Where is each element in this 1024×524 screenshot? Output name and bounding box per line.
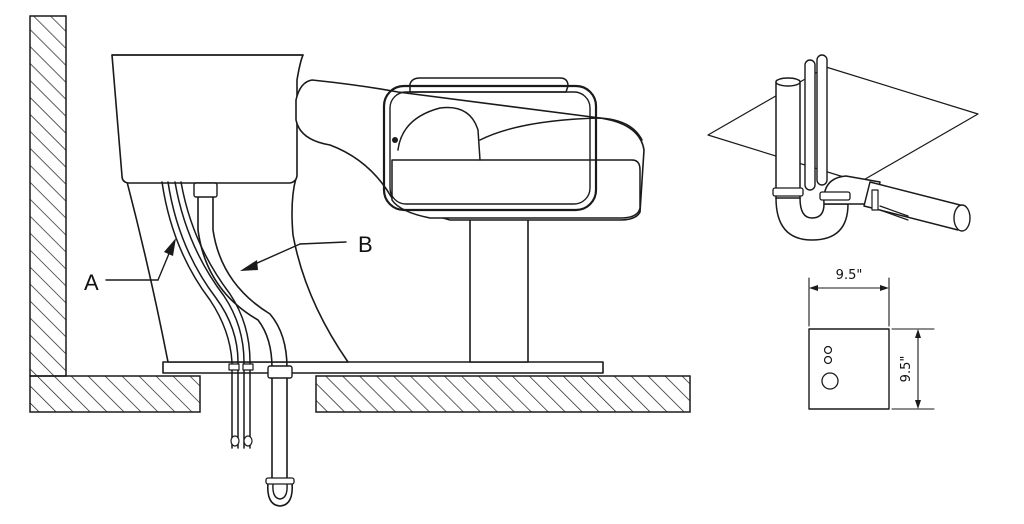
chair-knob (392, 137, 398, 143)
chair-arm-frame (382, 84, 598, 212)
chair-body (295, 77, 645, 221)
shampoo-bowl (111, 54, 304, 184)
supply-line-a-2 (167, 181, 239, 449)
chair-pedestal (469, 217, 529, 363)
supply-lines (161, 181, 295, 507)
plumbing-detail (707, 54, 979, 241)
wall-and-floor (29, 15, 691, 413)
drain-p-trap (266, 481, 294, 507)
floor-plane (707, 66, 979, 183)
dimension-height: 9.5" (899, 356, 914, 383)
label-a-group: A (84, 238, 176, 295)
base-plate (162, 361, 604, 374)
floor-left-hatch (29, 375, 201, 413)
wall-hatch (29, 15, 67, 377)
drain-pipe-outer-left (197, 194, 273, 481)
drain-fitting-top (193, 182, 218, 198)
label-b-group: B (240, 232, 373, 271)
supply-line-a-3 (174, 181, 245, 449)
floor-right-hatch (315, 375, 691, 413)
footprint-hole-large (821, 372, 839, 390)
drain-fitting-floor (267, 365, 293, 379)
label-a: A (84, 270, 99, 295)
footprint-hole-small-2 (823, 355, 833, 365)
footprint-square (808, 328, 890, 410)
bowl-cabinet (125, 177, 349, 363)
supply-line-a-4 (180, 181, 251, 449)
dimension-width: 9.5" (836, 268, 863, 283)
drain-pipe-outer-right (212, 194, 288, 481)
supply-line-a-1 (161, 181, 233, 449)
label-b: B (358, 232, 373, 257)
dimension-detail: 9.5" 9.5" (808, 268, 935, 410)
footprint-hole-small-1 (823, 345, 833, 355)
